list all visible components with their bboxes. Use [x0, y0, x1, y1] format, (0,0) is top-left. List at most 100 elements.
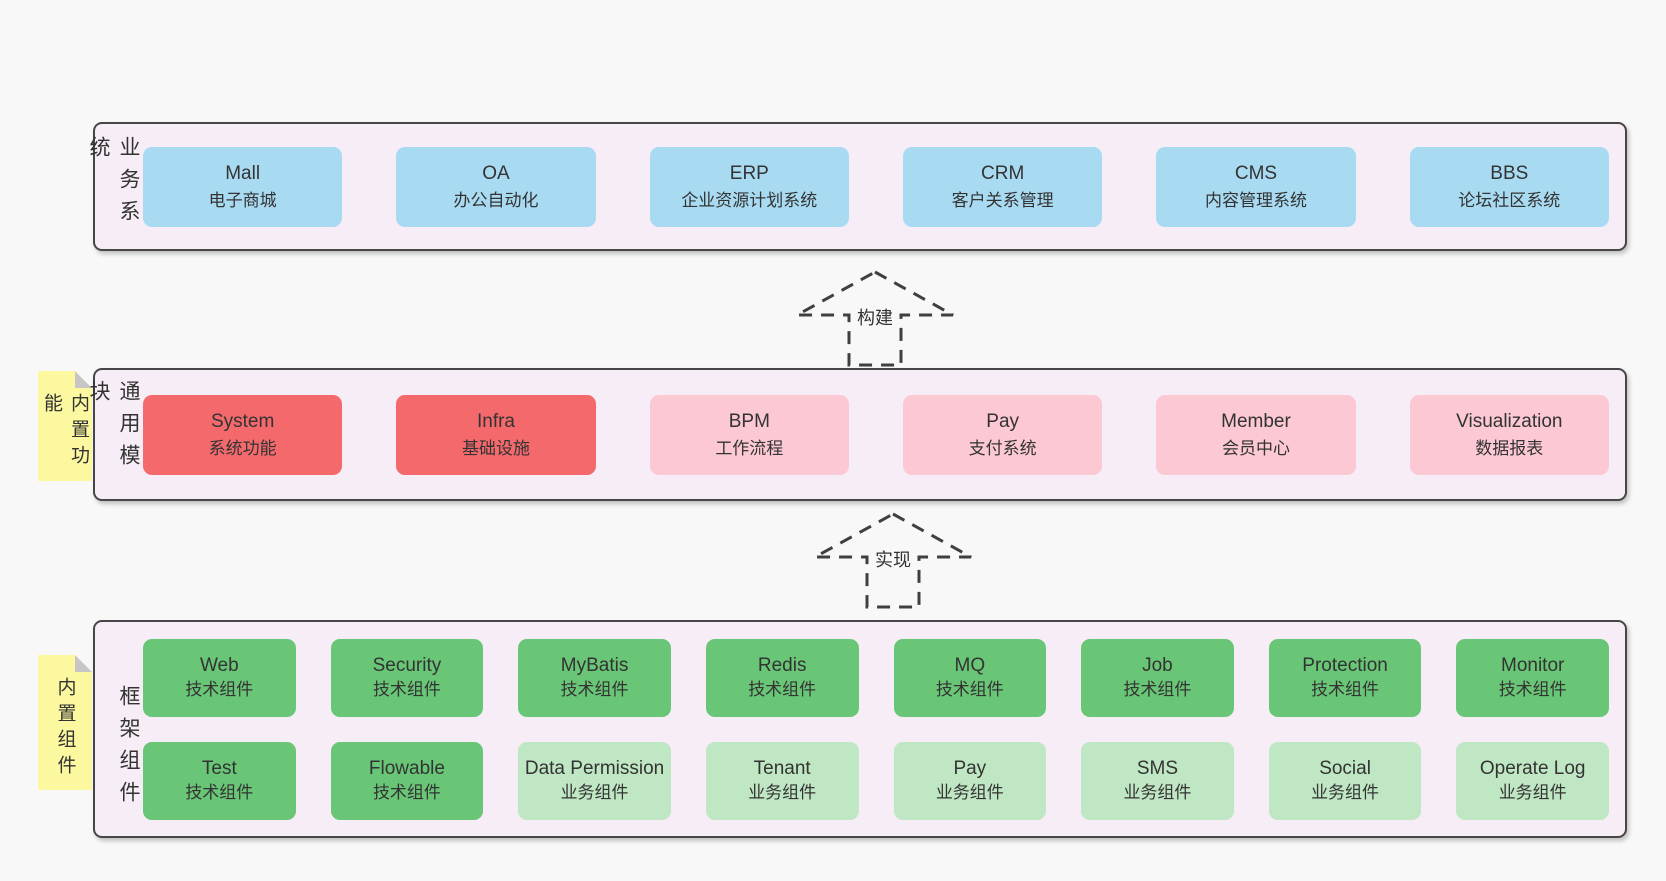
box-subtitle: 业务组件: [1311, 782, 1380, 802]
box-test: Test 技术组件: [143, 741, 296, 820]
box-data-permission: Data Permission 业务组件: [518, 741, 671, 820]
box-social: Social 业务组件: [1268, 741, 1422, 820]
box-subtitle: 技术组件: [1123, 679, 1192, 699]
box-subtitle: 业务组件: [560, 782, 629, 802]
box-operate-log: Operate Log 业务组件: [1456, 741, 1609, 820]
build-arrow-label: 构建: [852, 302, 898, 332]
box-pay: Pay 支付系统: [902, 394, 1103, 475]
band-label-modules: 通用模块: [87, 380, 140, 476]
box-title: Operate Log: [1479, 757, 1586, 779]
sticky-text: 内置功能: [41, 393, 89, 471]
box-protection: Protection 技术组件: [1268, 638, 1422, 717]
box-title: Data Permission: [524, 757, 665, 779]
box-sms: SMS 业务组件: [1081, 741, 1234, 820]
box-flowable: Flowable 技术组件: [330, 741, 484, 820]
box-title: OA: [482, 162, 510, 184]
band-label-business: 业务系统: [87, 136, 140, 232]
box-crm: CRM 客户关系管理: [902, 146, 1103, 227]
box-bbs: BBS 论坛社区系统: [1409, 146, 1609, 227]
box-mall: Mall 电子商城: [143, 146, 343, 227]
box-subtitle: 基础设施: [461, 438, 530, 458]
box-title: Mall: [225, 162, 261, 184]
box-title: Infra: [476, 410, 515, 432]
box-erp: ERP 企业资源计划系统: [649, 146, 849, 227]
box-title: Redis: [757, 654, 807, 676]
sticky-note-built-in-components: 内置组件: [38, 655, 92, 790]
box-monitor: Monitor 技术组件: [1456, 638, 1609, 717]
box-subtitle: 业务组件: [748, 782, 817, 802]
component-row-1: Web 技术组件 Security 技术组件 MyBatis 技术组件 Redi…: [143, 638, 1609, 717]
box-title: SMS: [1136, 757, 1179, 779]
box-subtitle: 技术组件: [748, 679, 817, 699]
box-title: Job: [1142, 654, 1173, 676]
box-tenant: Tenant 业务组件: [705, 741, 859, 820]
box-subtitle: 会员中心: [1221, 438, 1290, 458]
box-title: Member: [1221, 410, 1291, 432]
folded-corner-cut: [75, 371, 92, 388]
box-title: Test: [201, 757, 237, 779]
sticky-text: 内置组件: [54, 677, 76, 781]
box-title: CRM: [981, 162, 1025, 184]
box-subtitle: 技术组件: [1311, 679, 1380, 699]
box-title: BBS: [1490, 162, 1529, 184]
implement-arrow: 实现: [808, 510, 978, 610]
box-subtitle: 系统功能: [208, 438, 277, 458]
box-visualization: Visualization 数据报表: [1409, 394, 1609, 475]
box-mq: MQ 技术组件: [893, 638, 1047, 717]
box-title: Web: [199, 654, 239, 676]
business-boxes: Mall 电子商城 OA 办公自动化 ERP 企业资源计划系统 CRM 客户关系…: [143, 124, 1625, 249]
band-framework-components: 框架组件 Web 技术组件 Security 技术组件 MyBatis 技术组件…: [93, 620, 1627, 838]
box-subtitle: 技术组件: [1498, 679, 1567, 699]
band-common-modules: 通用模块 System 系统功能 Infra 基础设施 BPM 工作流程 Pay…: [87, 368, 1627, 501]
box-oa: OA 办公自动化: [396, 146, 596, 227]
box-subtitle: 支付系统: [968, 438, 1037, 458]
box-subtitle: 内容管理系统: [1204, 190, 1307, 210]
box-cms: CMS 内容管理系统: [1156, 146, 1356, 227]
box-title: Visualization: [1456, 410, 1563, 432]
box-title: Monitor: [1501, 654, 1565, 676]
box-subtitle: 工作流程: [715, 438, 784, 458]
box-redis: Redis 技术组件: [705, 638, 859, 717]
box-security: Security 技术组件: [330, 638, 484, 717]
box-title: Flowable: [368, 757, 445, 779]
box-subtitle: 客户关系管理: [951, 190, 1054, 210]
box-title: Social: [1319, 757, 1371, 779]
box-title: System: [210, 410, 275, 432]
box-mybatis: MyBatis 技术组件: [518, 638, 671, 717]
box-system: System 系统功能: [143, 394, 343, 475]
sticky-note-built-in-features: 内置功能: [38, 371, 92, 481]
box-bpm: BPM 工作流程: [649, 394, 849, 475]
folded-corner-cut: [75, 655, 92, 672]
box-member: Member 会员中心: [1156, 394, 1356, 475]
box-subtitle: 技术组件: [935, 679, 1004, 699]
box-subtitle: 技术组件: [185, 782, 254, 802]
box-web: Web 技术组件: [143, 638, 296, 717]
component-row-2: Test 技术组件 Flowable 技术组件 Data Permission …: [143, 741, 1609, 820]
box-subtitle: 业务组件: [1123, 782, 1192, 802]
box-infra: Infra 基础设施: [396, 394, 596, 475]
box-subtitle: 业务组件: [1498, 782, 1567, 802]
box-title: Tenant: [753, 757, 811, 779]
box-subtitle: 论坛社区系统: [1458, 190, 1561, 210]
band-label-components: 框架组件: [117, 685, 140, 813]
box-title: Security: [372, 654, 442, 676]
build-arrow: 构建: [790, 268, 960, 368]
box-subtitle: 电子商城: [208, 190, 277, 210]
box-title: Pay: [986, 410, 1020, 432]
band-business-systems: 业务系统 Mall 电子商城 OA 办公自动化 ERP 企业资源计划系统 CRM…: [87, 122, 1627, 251]
box-pay-component: Pay 业务组件: [893, 741, 1047, 820]
box-subtitle: 企业资源计划系统: [681, 190, 818, 210]
box-subtitle: 办公自动化: [453, 190, 539, 210]
box-subtitle: 技术组件: [372, 782, 441, 802]
box-title: CMS: [1234, 162, 1278, 184]
box-subtitle: 技术组件: [560, 679, 629, 699]
box-title: MQ: [954, 654, 986, 676]
box-subtitle: 技术组件: [185, 679, 254, 699]
module-boxes: System 系统功能 Infra 基础设施 BPM 工作流程 Pay 支付系统…: [143, 370, 1625, 499]
box-title: MyBatis: [560, 654, 629, 676]
box-title: Pay: [953, 757, 987, 779]
box-title: ERP: [729, 162, 769, 184]
box-title: BPM: [728, 410, 770, 432]
implement-arrow-label: 实现: [870, 544, 916, 574]
